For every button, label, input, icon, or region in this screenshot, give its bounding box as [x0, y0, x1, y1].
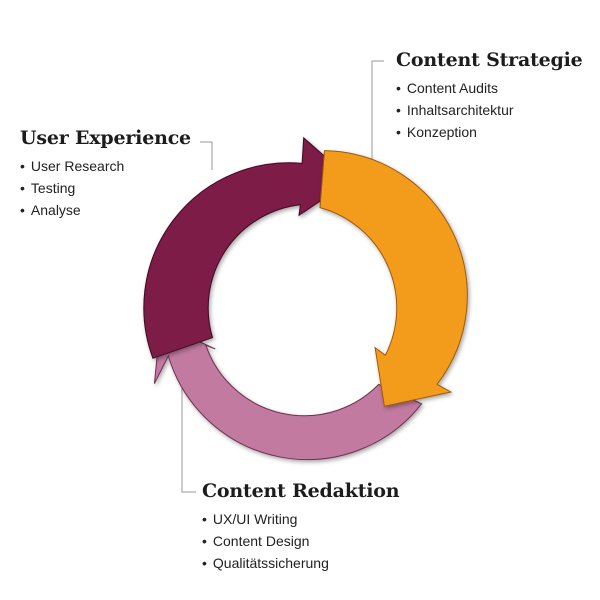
list-item: •Qualitätssicherung	[202, 555, 329, 571]
list-item: •Content Audits	[396, 80, 498, 96]
bullet-icon: •	[396, 80, 401, 96]
bullet-list: •User Research •Testing •Analyse	[20, 155, 191, 221]
bullet-icon: •	[20, 202, 25, 218]
arrow-content-strategie	[319, 150, 468, 407]
bullet-icon: •	[20, 158, 25, 174]
list-item: •Analyse	[20, 202, 81, 218]
bullet-list: •Content Audits •Inhaltsarchitektur •Kon…	[396, 77, 583, 143]
list-item: •Konzeption	[396, 124, 477, 140]
bullet-icon: •	[202, 533, 207, 549]
bullet-icon: •	[20, 180, 25, 196]
section-user-experience: User Experience •User Research •Testing …	[20, 127, 191, 221]
section-content-redaktion: Content Redaktion •UX/UI Writing •Conten…	[202, 480, 400, 574]
list-item: •Testing	[20, 180, 76, 196]
arrow-user-experience	[143, 136, 353, 359]
section-content-strategie: Content Strategie •Content Audits •Inhal…	[396, 49, 583, 143]
bullet-list: •UX/UI Writing •Content Design •Qualität…	[202, 508, 399, 574]
bullet-icon: •	[202, 511, 207, 527]
list-item: •Inhaltsarchitektur	[396, 102, 514, 118]
list-item: •UX/UI Writing	[202, 511, 298, 527]
bullet-icon: •	[202, 555, 207, 571]
list-item: •Content Design	[202, 533, 310, 549]
section-title: Content Strategie	[396, 49, 583, 71]
leader-line-content-strategie	[371, 60, 384, 168]
leader-line-content-redaktion	[181, 385, 196, 493]
bullet-icon: •	[396, 124, 401, 140]
bullet-icon: •	[396, 102, 401, 118]
list-item: •User Research	[20, 158, 125, 174]
section-title: Content Redaktion	[202, 480, 400, 502]
leader-line-user-experience	[200, 141, 213, 170]
arrow-content-redaktion	[153, 322, 423, 461]
section-title: User Experience	[20, 127, 191, 149]
